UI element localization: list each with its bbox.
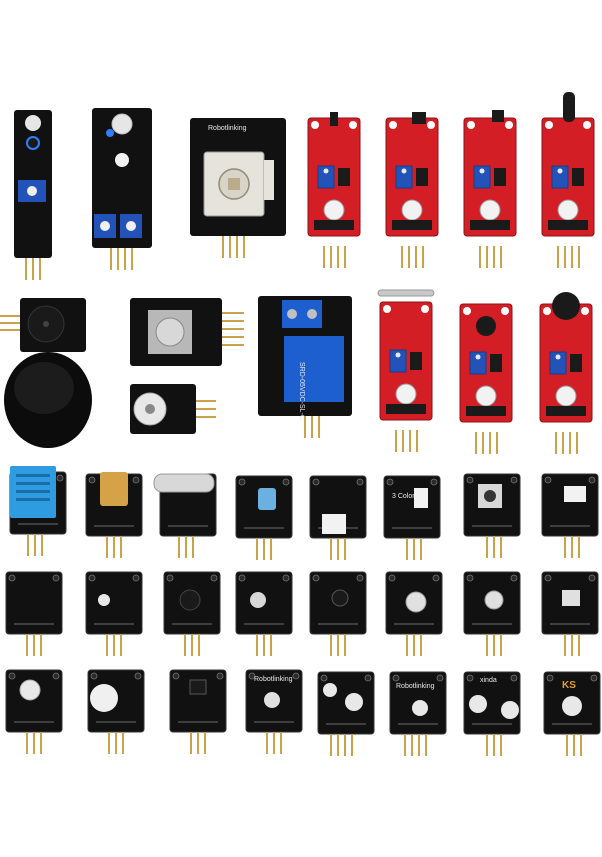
buzzer-module [0, 298, 86, 352]
big-sound-module [459, 303, 513, 454]
ir-transmitter-module [541, 473, 599, 558]
joystick-module: Robotlinking [190, 118, 286, 258]
rotary-encoder-module [130, 298, 244, 366]
module-r4-3 [163, 571, 221, 656]
color-module-label: 3 Color [392, 493, 415, 500]
module-r5-3 [169, 669, 227, 754]
module-r4-4 [235, 571, 293, 656]
relay-model-label: SRD-05VDC-SL-C [298, 362, 305, 420]
passive-buzzer-module [130, 384, 216, 434]
relay-module: SRD-05VDC-SL-C [258, 296, 352, 438]
module-r5-1 [5, 669, 63, 754]
joystick-cap [4, 352, 92, 448]
tilt-switch-module [153, 473, 217, 558]
module-r5-2 [87, 669, 145, 754]
module-r4-6 [385, 571, 443, 656]
touch-sensor-module [463, 110, 517, 268]
flame-sensor-module [541, 92, 595, 268]
microphone-module [539, 292, 593, 454]
reed-switch-module [377, 289, 435, 452]
xinda-label: xinda [480, 677, 497, 684]
smd-led-module [309, 475, 367, 560]
joystick-brand-label: Robotlinking [208, 125, 247, 132]
module-r5-7: xinda [463, 671, 521, 756]
dht11-module [9, 466, 67, 556]
temperature-sensor-module [307, 112, 361, 268]
hall-sensor-module [385, 112, 439, 268]
module-r5-6: Robotlinking [389, 671, 447, 756]
module-r5-4: Robotlinking [245, 669, 303, 754]
ks-module: KS [543, 671, 601, 756]
module-r4-2 [85, 571, 143, 656]
module-r4-5 [309, 571, 367, 656]
ir-tracker-module [92, 108, 152, 270]
rgb-led-module: 3 Color [383, 475, 441, 560]
module-r5-4-brand-label: Robotlinking [254, 676, 293, 683]
module-r4-7 [463, 571, 521, 656]
module-r5-5 [317, 671, 375, 756]
button-module [463, 473, 521, 558]
module-r4-8 [541, 571, 599, 656]
module-r5-6-brand-label: Robotlinking [396, 683, 435, 690]
module-r4-1 [5, 571, 63, 656]
light-cup-module [235, 475, 293, 560]
laser-module [85, 472, 143, 558]
ir-obstacle-module [14, 110, 52, 280]
ks-label: KS [562, 680, 576, 691]
